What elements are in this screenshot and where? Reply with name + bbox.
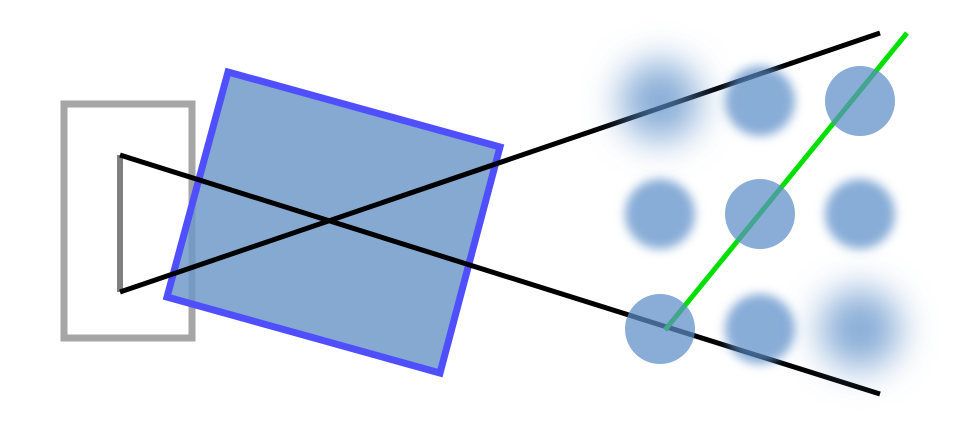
subject-dot xyxy=(625,179,695,249)
subject-dot xyxy=(625,294,695,364)
subject-dot xyxy=(620,61,700,141)
subject-dot xyxy=(825,179,895,249)
camera-body-frame xyxy=(60,100,196,342)
subject-dot xyxy=(725,294,795,364)
subject-dot xyxy=(725,66,795,136)
subject-dot xyxy=(725,179,795,249)
subject-dot xyxy=(825,66,895,136)
subject-dot xyxy=(820,289,900,369)
subject-dots xyxy=(620,61,900,369)
